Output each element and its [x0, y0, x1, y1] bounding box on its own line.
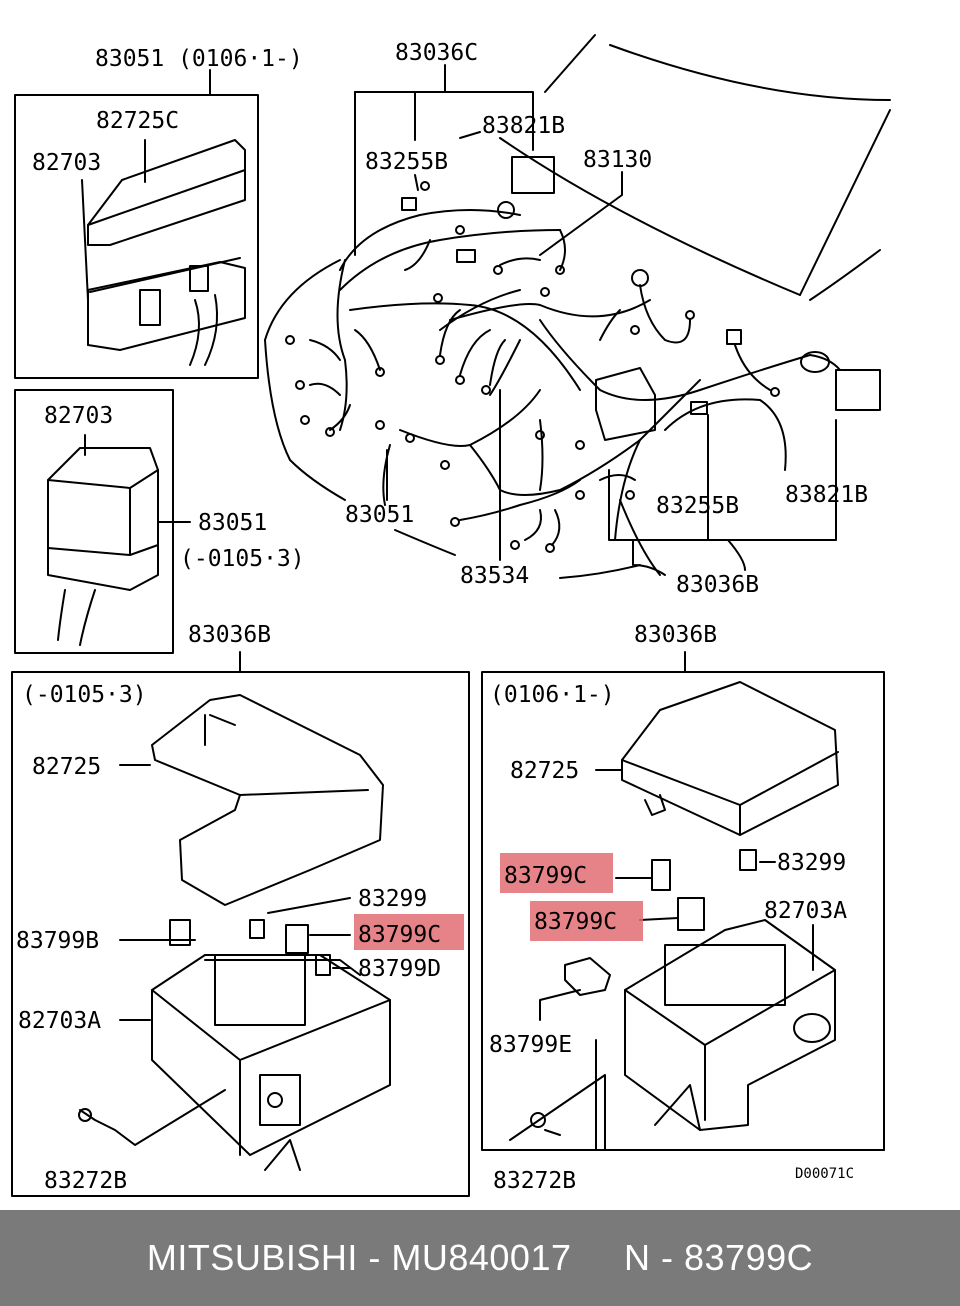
highlight-br-relay-2 — [530, 901, 643, 941]
label-br-title: 83036B — [634, 622, 717, 648]
label-bl-cover: 82725 — [32, 754, 101, 780]
label-bl-range: (-0105·3) — [22, 682, 147, 708]
label-bl-bolt: 83272B — [44, 1168, 127, 1194]
highlight-br-relay-1 — [500, 853, 613, 893]
label-br-range: (0106·1-) — [490, 682, 615, 708]
label-tl-box: 82703 — [32, 150, 101, 176]
label-relay-top: 83821B — [482, 113, 565, 139]
label-br-relay-highlighted-2: 83799C — [534, 909, 617, 935]
label-br-relay-e: 83799E — [489, 1032, 572, 1058]
label-harness-left: 83051 — [345, 502, 414, 528]
label-bl-title: 83036B — [188, 622, 271, 648]
label-bl-fuse-small: 83299 — [358, 886, 427, 912]
label-br-cover: 82725 — [510, 758, 579, 784]
parts-diagram: 83051 (0106·1-) 82725C 82703 82703 83051… — [11, 34, 891, 1197]
label-top-left-box-title: 83051 (0106·1-) — [95, 46, 303, 72]
footer-caption: MITSUBISHI - MU840017 N - 83799C — [0, 1210, 960, 1306]
label-br-bolt: 83272B — [493, 1168, 576, 1194]
middle-left-box-frame — [14, 389, 174, 654]
label-drawing-code: D00071C — [795, 1166, 854, 1182]
label-bl-relay-highlighted: 83799C — [358, 922, 441, 948]
label-ml-box: 82703 — [44, 403, 113, 429]
top-left-box-frame — [14, 94, 259, 379]
label-tl-cover: 82725C — [96, 108, 179, 134]
label-ml-range: (-0105·3) — [180, 546, 305, 572]
label-br-box: 82703A — [764, 898, 847, 924]
label-harness-bottom: 83036B — [676, 572, 759, 598]
label-clip-right: 83255B — [656, 493, 739, 519]
label-harness-center: 83534 — [460, 563, 529, 589]
label-harness-right: 83130 — [583, 147, 652, 173]
label-clip-top: 83255B — [365, 149, 448, 175]
label-bl-relay-b: 83799B — [16, 928, 99, 954]
label-ml-harness: 83051 — [198, 510, 267, 536]
highlight-bl-relay — [354, 914, 464, 950]
label-br-relay-highlighted-1: 83799C — [504, 863, 587, 889]
label-bl-box: 82703A — [18, 1008, 101, 1034]
label-bl-relay-d: 83799D — [358, 956, 441, 982]
label-harness-top: 83036C — [395, 40, 478, 66]
label-relay-right: 83821B — [785, 482, 868, 508]
label-br-fuse-small: 83299 — [777, 850, 846, 876]
